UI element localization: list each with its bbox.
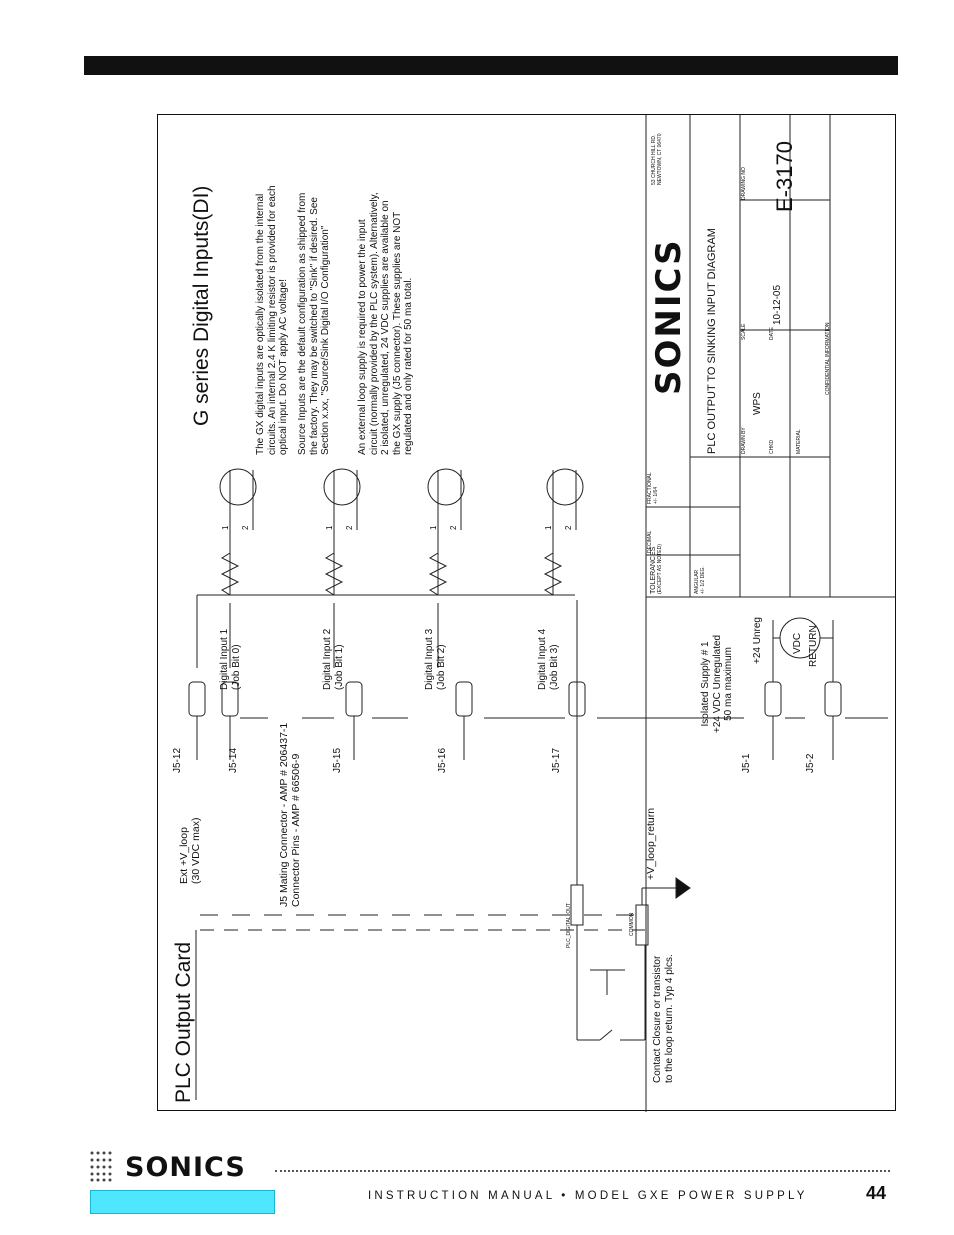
pin-j5-14: J5-14 bbox=[228, 747, 239, 773]
top-bar bbox=[84, 56, 898, 75]
drawn-by-value: WPS bbox=[752, 392, 763, 415]
opto-pin-2: 2 bbox=[449, 525, 458, 530]
chkd-label: CHKD bbox=[769, 439, 775, 454]
pin-j5-16: J5-16 bbox=[437, 747, 448, 773]
opto-pin-1: 1 bbox=[221, 525, 230, 530]
description-para-3: An external loop supply is required to p… bbox=[357, 192, 414, 455]
digital-input-2-label: Digital Input 2(Job Bit 1) bbox=[322, 628, 345, 690]
opto-isolator-3 bbox=[427, 468, 465, 506]
connector-note: J5 Mating Connector - AMP # 206437-1 Con… bbox=[278, 722, 303, 907]
opto-isolator-4 bbox=[546, 468, 584, 506]
manual-title: INSTRUCTION MANUAL • MODEL GXE POWER SUP… bbox=[368, 1190, 808, 1202]
vdc-label: VDC bbox=[792, 632, 803, 654]
drawing-no-label: DRAWING NO bbox=[741, 167, 747, 200]
loop-supply-label: Ext +V_loop (30 VDC max) bbox=[178, 817, 203, 884]
drawing-number: E-3170 bbox=[772, 141, 797, 212]
footer-logo: SONICS bbox=[125, 1152, 246, 1183]
pin-j5-12: J5-12 bbox=[172, 747, 183, 773]
plc-output-resistor bbox=[570, 884, 584, 926]
description-para-1: The GX digital inputs are optically isol… bbox=[255, 185, 289, 455]
pin-j5-15: J5-15 bbox=[332, 747, 343, 773]
plc-digital-out-label: PLC_DIGITAL_OUT bbox=[566, 903, 572, 948]
branch-3 bbox=[428, 470, 462, 668]
date-label: DATE bbox=[769, 327, 775, 340]
contact-note: Contact Closure or transistor to the loo… bbox=[652, 954, 675, 1083]
digital-input-1-label: Digital Input 1(Job Bit 0) bbox=[219, 628, 242, 690]
branch-1 bbox=[220, 470, 254, 668]
branch-2 bbox=[324, 470, 358, 668]
loop-return-label: +V_loop_return bbox=[645, 807, 657, 880]
pin-j5-1: J5-1 bbox=[741, 753, 752, 773]
plc-card-title: PLC Output Card bbox=[172, 941, 195, 1103]
return-label: RETURN bbox=[808, 625, 819, 667]
drawn-by-label: DRAWN BY bbox=[741, 427, 747, 454]
opto-pin-1: 1 bbox=[544, 525, 553, 530]
connector-j5-12 bbox=[188, 681, 206, 717]
isolated-supply-label: Isolated Supply # 1 +24 VDC Unregulated … bbox=[700, 634, 734, 733]
pin-j5-17: J5-17 bbox=[551, 747, 562, 773]
angular-label: ANGULAR +/- 1/2 DEG. bbox=[694, 566, 706, 594]
company-address: 53 CHURCH HILL RD. NEWTOWN, CT 06470 bbox=[651, 133, 663, 186]
footer-logo-icon bbox=[88, 1149, 118, 1183]
branch-4 bbox=[543, 470, 577, 596]
connector-j5-15 bbox=[345, 681, 363, 717]
connector-j5-2 bbox=[824, 681, 842, 717]
pin-j5-2: J5-2 bbox=[805, 753, 816, 773]
common-label: COMMON bbox=[629, 912, 635, 936]
company-logo: SONICS bbox=[649, 238, 689, 395]
digital-input-3-label: Digital Input 3(Job Bit 2) bbox=[424, 628, 447, 690]
material-label: MATERIAL bbox=[796, 429, 802, 454]
opto-pin-2: 2 bbox=[345, 525, 354, 530]
digital-input-4-label: Digital Input 4(Job Bit 3) bbox=[537, 628, 560, 690]
footer-accent-bar bbox=[90, 1190, 275, 1214]
opto-pin-1: 1 bbox=[429, 525, 438, 530]
opto-pin-2: 2 bbox=[241, 525, 250, 530]
fractional-label: FRACTIONAL +/- 1/64 bbox=[647, 472, 659, 504]
drawing-title: PLC OUTPUT TO SINKING INPUT DIAGRAM bbox=[706, 228, 718, 454]
connector-j5-16 bbox=[455, 681, 473, 717]
date-value: 10-12-05 bbox=[772, 284, 783, 325]
loop-return-arrow bbox=[675, 877, 691, 899]
page-number: 44 bbox=[866, 1183, 887, 1203]
connector-j5-1 bbox=[764, 681, 782, 717]
unreg-label: +24 Unreg bbox=[752, 617, 763, 664]
description-para-2: Source Inputs are the default configurat… bbox=[297, 192, 331, 455]
scale-label: SCALE bbox=[741, 323, 747, 340]
footer-dotted-rule bbox=[275, 1170, 890, 1172]
confidential-label: CONFIDENTIAL INFORMATION bbox=[825, 322, 831, 396]
decimal-label: DECIMAL bbox=[647, 530, 653, 553]
digital-inputs-title: G series Digital Inputs(DI) bbox=[190, 185, 213, 426]
opto-isolator-1 bbox=[219, 468, 257, 506]
diagram-frame bbox=[157, 114, 896, 1111]
opto-pin-1: 1 bbox=[325, 525, 334, 530]
opto-isolator-2 bbox=[323, 468, 361, 506]
opto-pin-2: 2 bbox=[564, 525, 573, 530]
